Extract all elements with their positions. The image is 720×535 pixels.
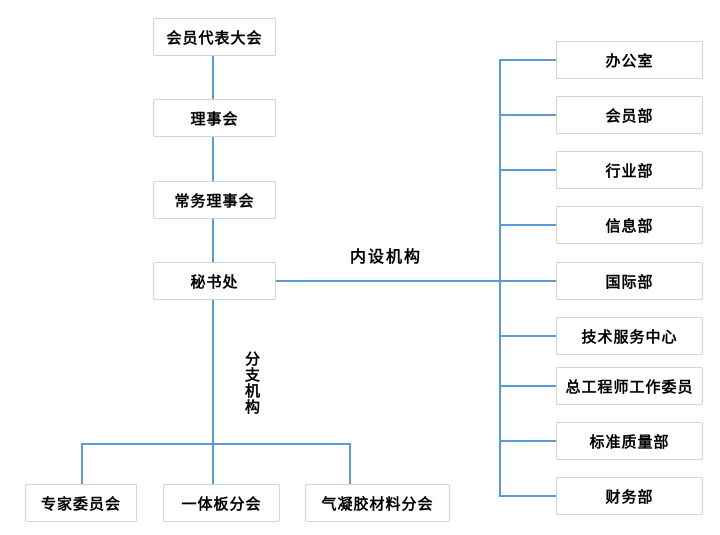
org-box-standing-council: 常务理事会 bbox=[153, 181, 276, 219]
connector-line bbox=[212, 219, 214, 262]
connector-line bbox=[81, 443, 83, 484]
branch-organizations-group-label: 分支机构 bbox=[244, 351, 260, 416]
connector-line bbox=[212, 137, 214, 181]
connector-line bbox=[499, 440, 556, 442]
connector-line bbox=[349, 443, 351, 484]
org-box-industry-dept: 行业部 bbox=[556, 151, 703, 189]
org-box-aerogel-materials-branch: 气凝胶材料分会 bbox=[305, 484, 450, 522]
connector-line bbox=[499, 59, 501, 497]
org-box-standards-quality-dept: 标准质量部 bbox=[556, 422, 703, 460]
org-box-international-dept: 国际部 bbox=[556, 262, 703, 300]
org-box-secretariat: 秘书处 bbox=[153, 262, 276, 300]
connector-line bbox=[499, 224, 556, 226]
connector-line bbox=[499, 59, 556, 61]
org-box-office: 办公室 bbox=[556, 41, 703, 79]
connector-line bbox=[499, 114, 556, 116]
org-box-integrated-panel-branch: 一体板分会 bbox=[163, 484, 280, 522]
org-box-expert-committee: 专家委员会 bbox=[25, 484, 137, 522]
internal-departments-group-label: 内设机构 bbox=[350, 249, 423, 266]
org-box-chief-engineer-committee: 总工程师工作委员 bbox=[556, 367, 703, 405]
org-box-tech-service-center: 技术服务中心 bbox=[556, 317, 703, 355]
org-box-information-dept: 信息部 bbox=[556, 206, 703, 244]
connector-line bbox=[212, 56, 214, 99]
connector-line bbox=[212, 300, 214, 484]
org-box-members-assembly: 会员代表大会 bbox=[153, 18, 276, 56]
org-box-finance-dept: 财务部 bbox=[556, 477, 703, 515]
connector-line bbox=[276, 280, 556, 282]
org-box-council: 理事会 bbox=[153, 99, 276, 137]
connector-line bbox=[499, 495, 556, 497]
connector-line bbox=[81, 443, 350, 445]
connector-line bbox=[499, 169, 556, 171]
org-box-membership-dept: 会员部 bbox=[556, 96, 703, 134]
connector-line bbox=[499, 335, 556, 337]
connector-line bbox=[499, 385, 556, 387]
